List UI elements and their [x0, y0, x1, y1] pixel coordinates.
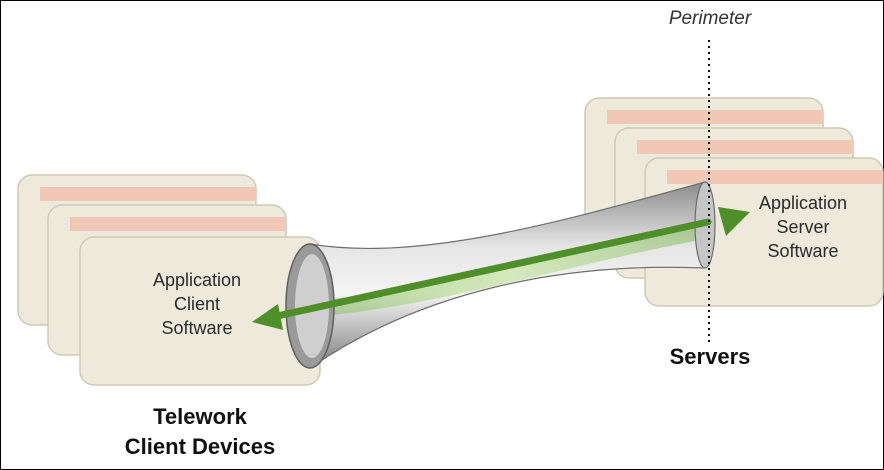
server-card-line-1: Application: [758, 193, 848, 213]
servers-label: Servers: [669, 344, 751, 369]
server-card-line-3: Software: [767, 241, 839, 261]
client-devices-label-line-1: Telework: [153, 404, 247, 429]
client-devices-label-line-2: Client Devices: [124, 434, 276, 459]
client-card-line-2: Client: [173, 294, 221, 314]
server-card-line-2: Server: [776, 217, 830, 237]
client-card-line-1: Application: [152, 270, 242, 290]
client-devices-label: Telework Client Devices: [90, 402, 310, 462]
data-flow-arrow: [252, 207, 750, 330]
server-card-text: Application Server Software: [718, 191, 884, 263]
perimeter-label: Perimeter: [668, 8, 752, 29]
client-card-text: Application Client Software: [112, 268, 282, 340]
client-card-line-3: Software: [161, 318, 233, 338]
